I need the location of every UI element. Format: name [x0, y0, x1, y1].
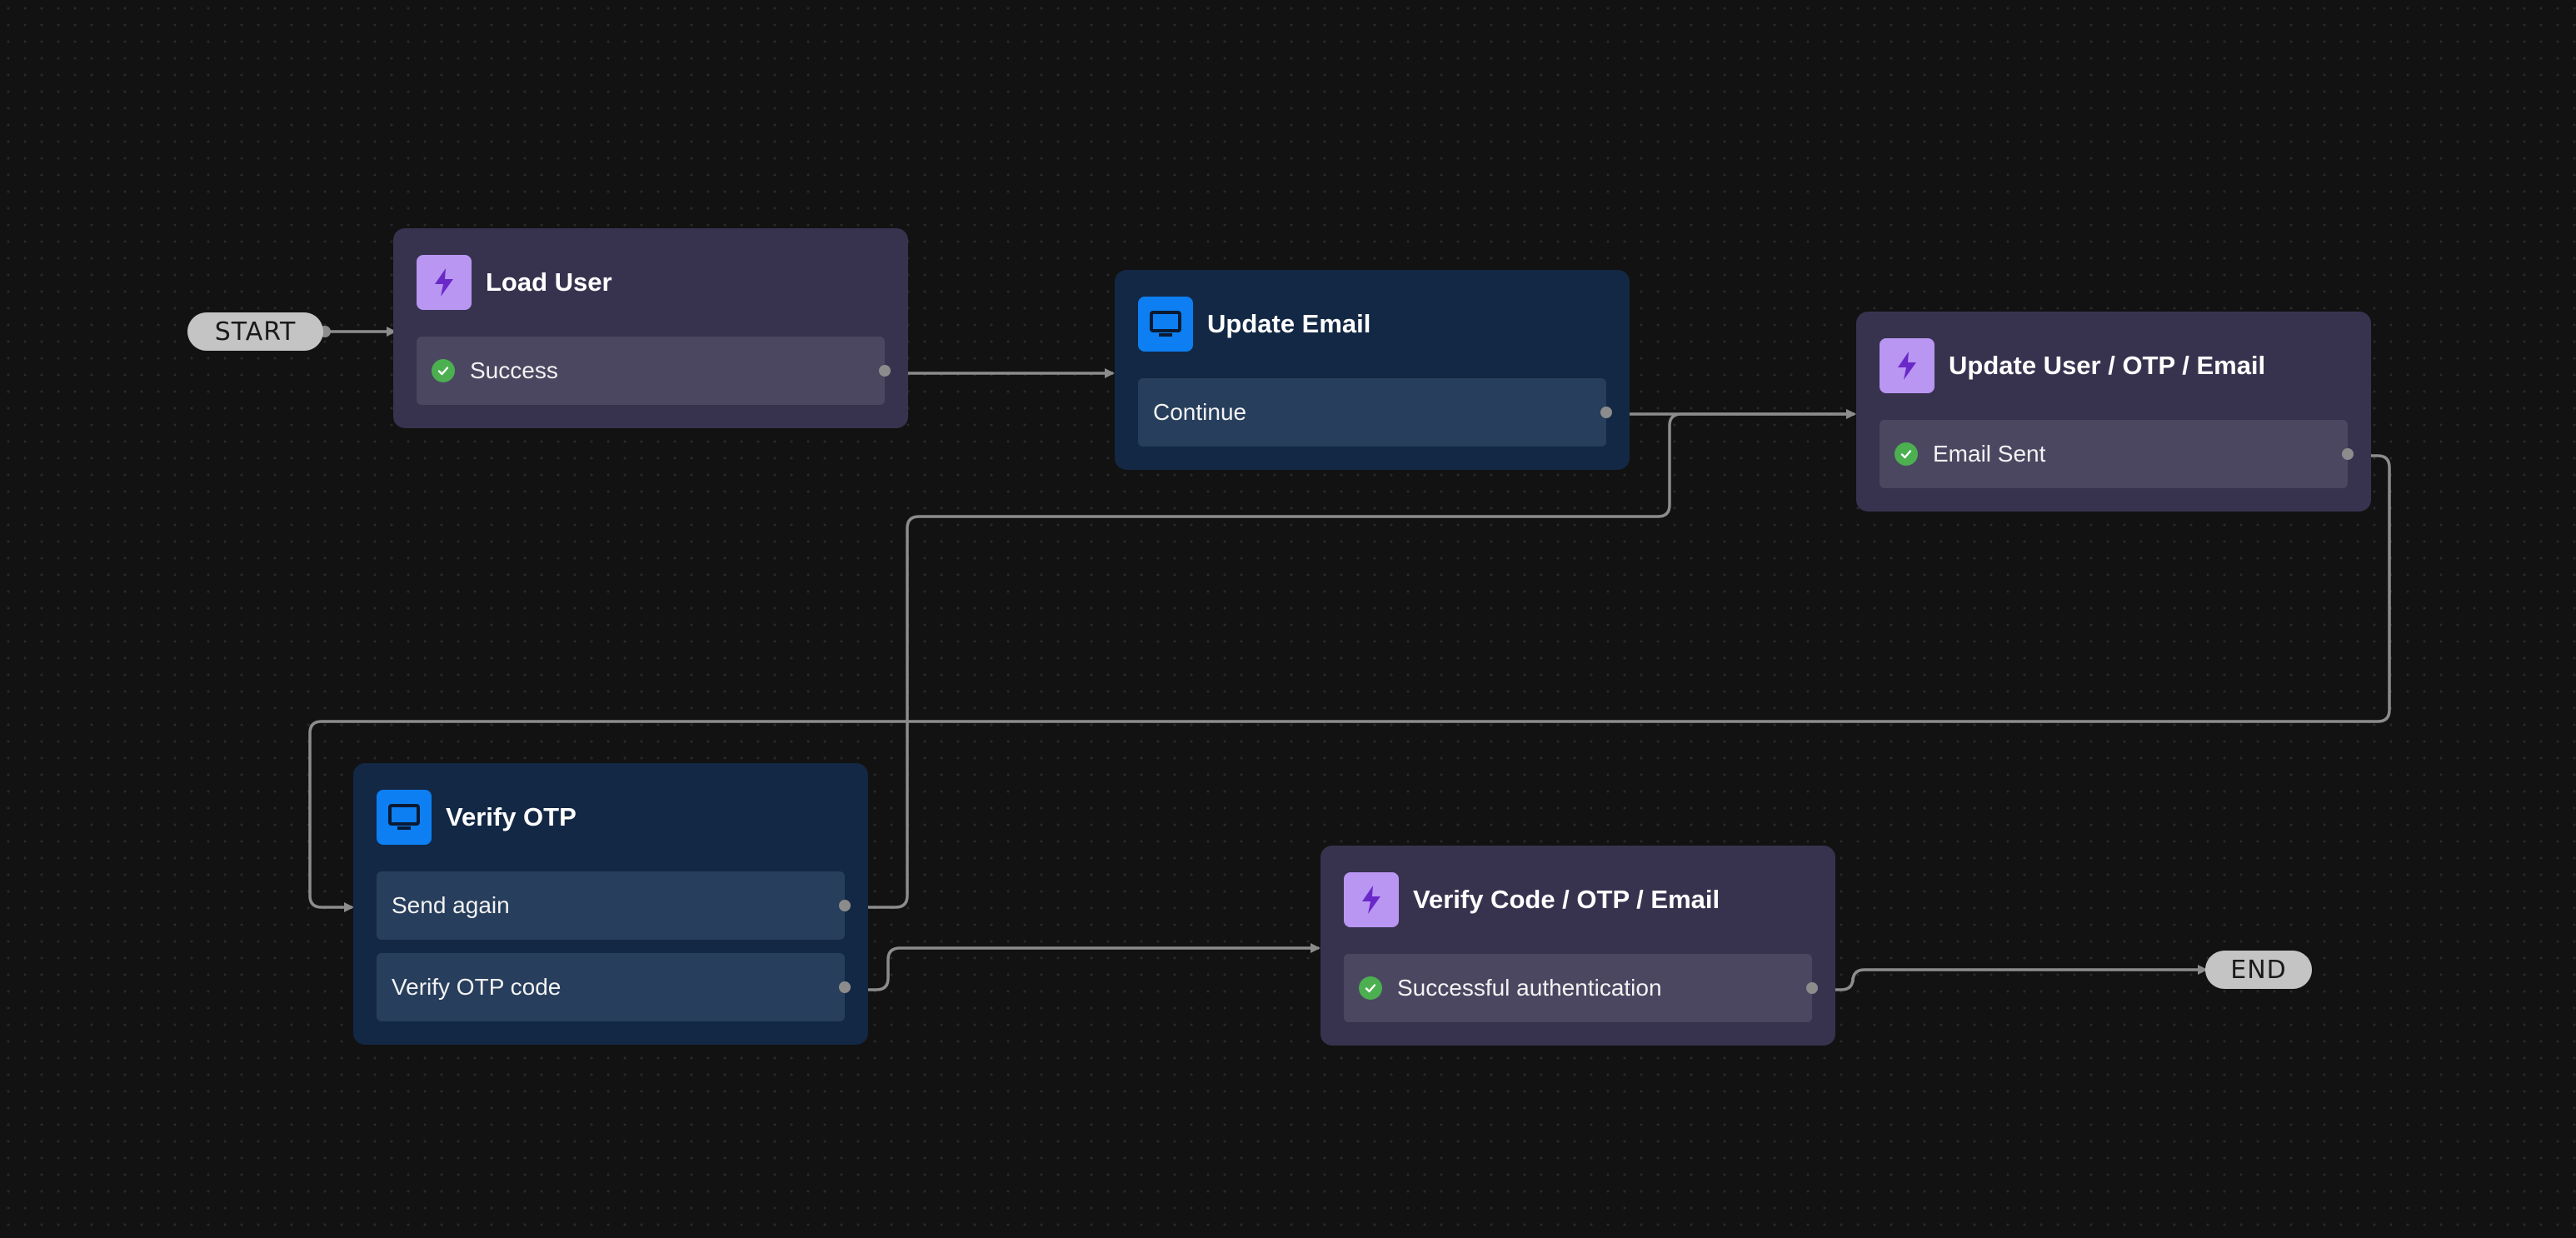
- node-title: Verify Code / OTP / Email: [1413, 885, 1720, 914]
- edge-verify-code-to-verify-code-node[interactable]: [841, 943, 1320, 991]
- output-port[interactable]: [1600, 407, 1612, 418]
- output-port[interactable]: [879, 365, 891, 377]
- monitor-icon: [1138, 297, 1193, 352]
- node-outputs: Send again Verify OTP code: [377, 871, 851, 1045]
- monitor-icon: [377, 790, 432, 845]
- end-label: END: [2230, 955, 2287, 985]
- node-title: Verify OTP: [446, 802, 577, 831]
- node-outputs: Continue: [1138, 378, 1612, 470]
- check-circle-icon: [1359, 976, 1382, 1000]
- output-label: Successful authentication: [1397, 975, 1662, 1001]
- output-port[interactable]: [1806, 982, 1818, 994]
- start-terminal[interactable]: START: [187, 312, 323, 351]
- node-update-user-otp-email[interactable]: Update User / OTP / Email Email Sent: [1856, 312, 2371, 512]
- output-verify-otp-code[interactable]: Verify OTP code: [377, 953, 851, 1021]
- output-email-sent[interactable]: Email Sent: [1880, 420, 2354, 488]
- output-send-again[interactable]: Send again: [377, 871, 851, 940]
- node-header: Update User / OTP / Email: [1880, 312, 2348, 420]
- end-terminal[interactable]: END: [2205, 951, 2312, 989]
- edge-auth-to-end[interactable]: [1810, 965, 2208, 991]
- check-circle-icon: [1895, 442, 1918, 466]
- node-title: Load User: [486, 267, 612, 297]
- edge-send-again-to-update-user[interactable]: [841, 409, 1856, 909]
- node-outputs: Email Sent: [1880, 420, 2354, 512]
- output-port[interactable]: [839, 900, 851, 911]
- output-label: Success: [470, 357, 558, 383]
- node-title: Update Email: [1207, 309, 1371, 338]
- node-header: Load User: [417, 228, 885, 337]
- node-title: Update User / OTP / Email: [1949, 351, 2266, 380]
- node-verify-otp[interactable]: Verify OTP Send again Verify OTP code: [353, 763, 868, 1045]
- lightning-icon: [1344, 872, 1399, 927]
- node-load-user[interactable]: Load User Success: [393, 228, 908, 428]
- node-header: Verify Code / OTP / Email: [1344, 846, 1812, 954]
- output-port[interactable]: [2342, 448, 2354, 460]
- lightning-icon: [1880, 338, 1934, 393]
- output-label: Verify OTP code: [392, 974, 562, 1000]
- node-outputs: Successful authentication: [1344, 954, 1818, 1046]
- output-label: Email Sent: [1933, 441, 2046, 467]
- node-header: Update Email: [1138, 270, 1606, 378]
- output-port[interactable]: [839, 981, 851, 993]
- node-update-email[interactable]: Update Email Continue: [1115, 270, 1630, 470]
- node-verify-code-otp-email[interactable]: Verify Code / OTP / Email Successful aut…: [1320, 846, 1835, 1046]
- output-label: Send again: [392, 892, 510, 918]
- node-header: Verify OTP: [377, 763, 845, 871]
- output-successful-authentication[interactable]: Successful authentication: [1344, 954, 1818, 1022]
- start-label: START: [214, 317, 297, 347]
- output-label: Continue: [1153, 399, 1247, 425]
- output-continue[interactable]: Continue: [1138, 378, 1612, 447]
- check-circle-icon: [432, 359, 455, 382]
- output-success[interactable]: Success: [417, 337, 891, 405]
- lightning-icon: [417, 255, 472, 310]
- node-outputs: Success: [417, 337, 891, 428]
